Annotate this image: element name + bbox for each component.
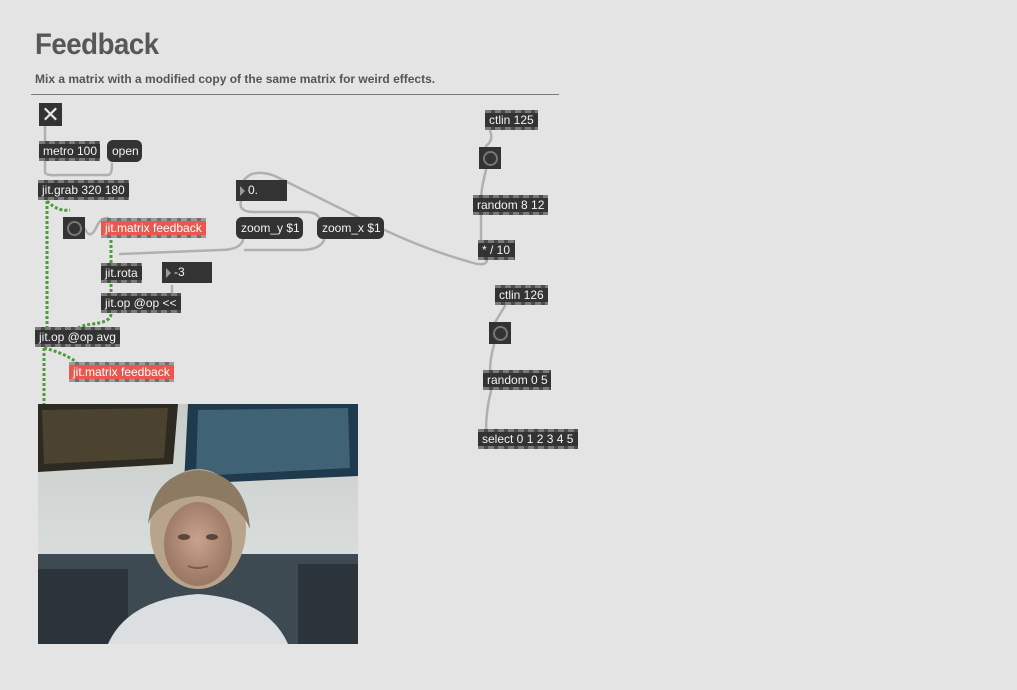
cord-metro-grab <box>43 158 114 177</box>
jit-op-avg-object[interactable]: jit.op @op avg <box>35 327 120 347</box>
toggle-button[interactable]: ✕ <box>39 103 62 126</box>
zoom-x-message[interactable]: zoom_x $1 <box>317 217 384 239</box>
jit-grab-object[interactable]: jit.grab 320 180 <box>38 180 129 200</box>
bang-button-2[interactable] <box>479 147 501 169</box>
ctlin-126-object[interactable]: ctlin 126 <box>495 285 548 305</box>
cord-random05-select <box>484 389 493 433</box>
metro-object[interactable]: metro 100 <box>39 141 100 161</box>
page-subtitle: Mix a matrix with a modified copy of the… <box>35 72 436 86</box>
matrix-cord-grab-bang <box>45 199 71 212</box>
select-object[interactable]: select 0 1 2 3 4 5 <box>478 429 578 449</box>
cord-float-zoom <box>239 199 322 224</box>
jit-rota-object[interactable]: jit.rota <box>101 263 142 283</box>
bang-button-3[interactable] <box>489 322 511 344</box>
int-number-value: -3 <box>174 265 185 279</box>
random-0-5-object[interactable]: random 0 5 <box>483 370 551 390</box>
number-arrow-icon <box>240 186 245 196</box>
cord-bang-random812 <box>479 168 488 199</box>
bang-button[interactable] <box>63 217 85 239</box>
zoom-y-message[interactable]: zoom_y $1 <box>236 217 303 239</box>
int-number-box[interactable]: -3 <box>162 262 212 283</box>
video-display <box>38 404 358 644</box>
cord-zoomx-zoomy <box>243 238 326 252</box>
ctlin-125-object[interactable]: ctlin 125 <box>485 110 538 130</box>
title-divider <box>31 94 559 95</box>
cord-zoomy-feedback <box>118 238 245 256</box>
random-8-12-object[interactable]: random 8 12 <box>473 195 548 215</box>
open-message[interactable]: open <box>107 140 142 162</box>
scale-object[interactable]: * / 10 <box>478 240 515 260</box>
float-number-box[interactable]: 0. <box>236 180 287 201</box>
number-arrow-icon <box>166 268 171 278</box>
page-title: Feedback <box>35 28 159 61</box>
cord-bang-random05 <box>488 343 496 374</box>
jit-op-shift-object[interactable]: jit.op @op << <box>101 293 181 313</box>
jit-matrix-feedback-object[interactable]: jit.matrix feedback <box>101 218 206 238</box>
float-number-value: 0. <box>248 183 259 197</box>
video-frame <box>38 404 358 644</box>
cord-ctlin125-bang <box>484 129 493 148</box>
jit-matrix-feedback-object-2[interactable]: jit.matrix feedback <box>69 362 174 382</box>
